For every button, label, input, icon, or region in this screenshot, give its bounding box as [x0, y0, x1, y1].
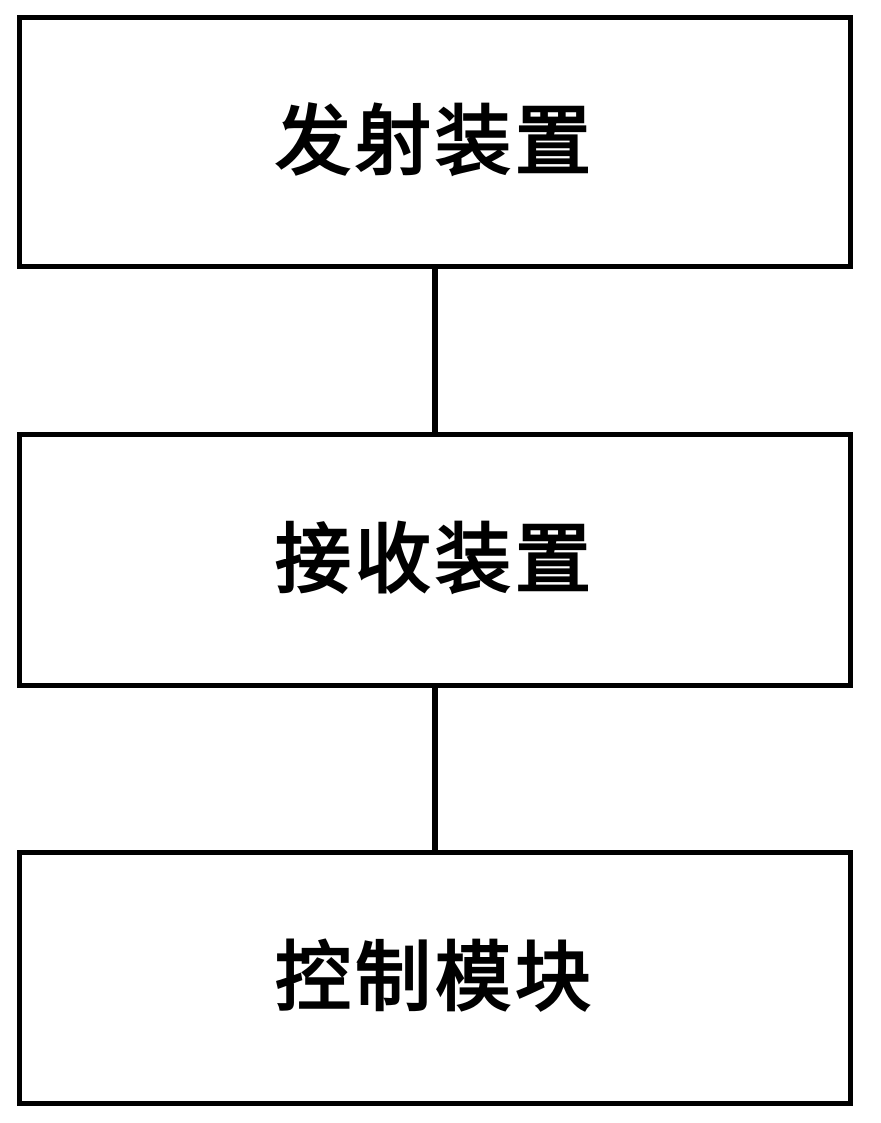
control-module-block: 控制模块 [17, 850, 853, 1106]
transmitter-block: 发射装置 [17, 15, 853, 269]
control-module-label: 控制模块 [275, 933, 595, 1022]
connector-receiver-controller [432, 688, 438, 850]
receiver-label: 接收装置 [275, 515, 595, 604]
connector-transmitter-receiver [432, 269, 438, 432]
receiver-block: 接收装置 [17, 432, 853, 688]
transmitter-label: 发射装置 [275, 97, 595, 186]
